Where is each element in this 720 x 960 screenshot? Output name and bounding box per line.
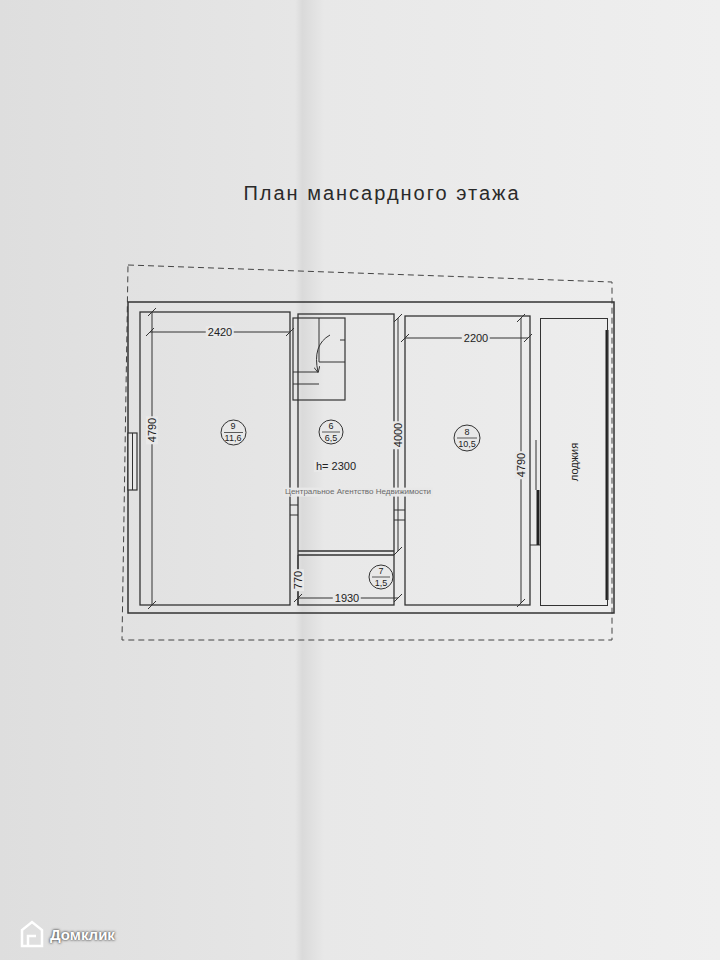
room-label: лоджия	[568, 443, 580, 481]
stair-arrow	[317, 335, 331, 372]
room-wall	[140, 312, 290, 605]
room-area: 11,6	[225, 434, 242, 443]
dimension: 2200	[462, 332, 490, 344]
room-number: 911,6	[220, 419, 247, 446]
outer-wall	[128, 302, 614, 613]
dimension: 1930	[333, 592, 361, 604]
stairs	[340, 340, 345, 341]
room-label: 8	[464, 428, 469, 437]
room-area: 6,5	[325, 434, 338, 443]
roof-outline	[122, 265, 612, 640]
partition	[298, 550, 394, 551]
room-area: 1,5	[375, 579, 388, 588]
room-wall	[405, 316, 530, 605]
logo-watermark: Домклик	[48, 927, 117, 944]
plan-title: План мансардного этажа	[243, 182, 520, 205]
window	[132, 433, 133, 490]
door-mark	[394, 520, 405, 521]
room-area: 10,5	[458, 440, 476, 449]
ceiling-height: h= 2300	[314, 460, 358, 472]
window	[128, 433, 137, 490]
room-label: 6	[328, 422, 333, 431]
door-mark	[394, 510, 405, 511]
logo-icon	[22, 922, 42, 946]
door-mark	[290, 505, 298, 506]
dimension: 4790	[146, 416, 158, 444]
loggia-rail	[606, 330, 609, 600]
dimension: 4000	[392, 421, 404, 449]
room-label: 7	[378, 567, 383, 576]
stairs	[319, 362, 345, 363]
dimension-lines	[146, 308, 532, 609]
dimension: 770	[292, 569, 304, 591]
watermark: Центральное Агентство Недвижимости	[283, 488, 433, 497]
stairs	[293, 318, 345, 400]
dimension: 2420	[206, 326, 234, 338]
window	[536, 440, 537, 490]
room-label: 9	[230, 422, 235, 431]
room-number: 66,5	[318, 419, 344, 445]
room-number: 71,5	[368, 564, 394, 590]
dimension: 4790	[515, 451, 527, 479]
stairs	[319, 318, 320, 362]
door-mark	[290, 515, 298, 516]
stairs	[293, 372, 319, 373]
loggia-room: лоджия	[540, 318, 608, 606]
room-number: 810,5	[453, 424, 481, 452]
partition	[298, 554, 394, 555]
stairs	[293, 384, 319, 385]
room-wall	[298, 314, 394, 605]
